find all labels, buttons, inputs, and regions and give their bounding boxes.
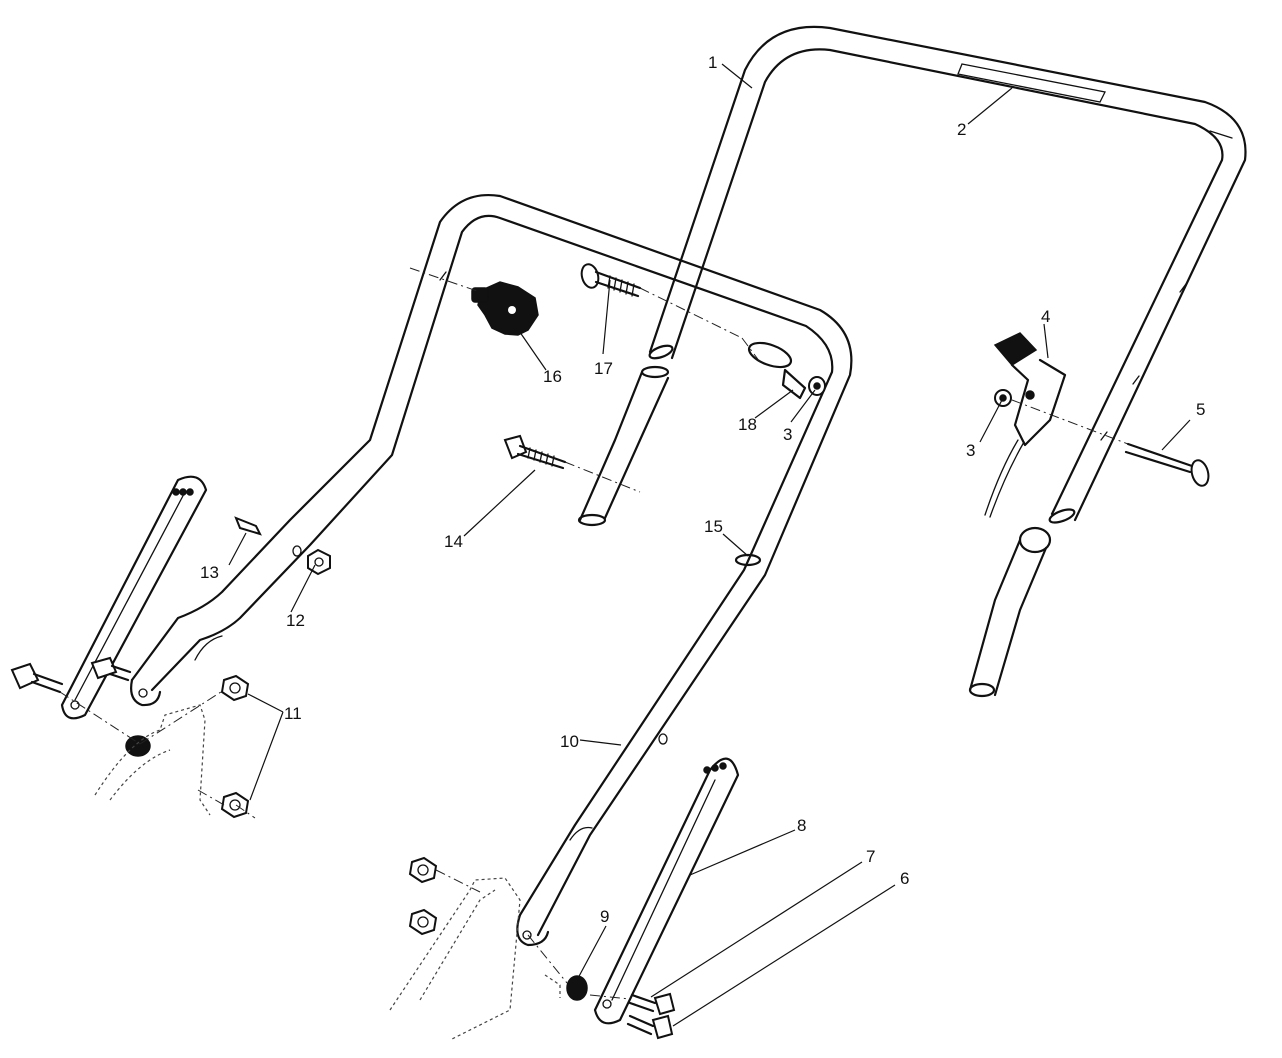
upper-handle [648,25,1247,524]
callout-4: 4 [1041,307,1050,326]
spacer-9 [566,975,588,1001]
nut-12 [307,548,331,576]
pin-13 [234,516,262,536]
callout-13: 13 [200,563,219,582]
callout-7: 7 [866,847,875,866]
carriage-bolt-17 [580,263,642,298]
callout-12: 12 [286,611,305,630]
callout-6: 6 [900,869,909,888]
callout-15: 15 [704,517,723,536]
handle-tube-right [968,526,1052,698]
mower-deck-right-ghost [389,877,561,1041]
bolt-6 [626,1014,674,1040]
callout-11: 11 [284,704,302,723]
throttle-control [984,332,1067,518]
callout-2: 2 [957,120,966,139]
bolt-14 [503,434,567,470]
nut-lower-lower [408,908,438,936]
nut-11-upper [220,674,250,702]
callout-8: 8 [797,816,806,835]
star-knob [471,281,539,336]
pin-15 [734,553,762,567]
callout-9: 9 [600,907,609,926]
callout-5: 5 [1196,400,1205,419]
bolt-7 [628,992,676,1016]
lower-handle [130,194,853,947]
callout-14: 14 [444,532,463,551]
callout-leaders [228,63,1191,1027]
callout-3-right: 3 [966,441,975,460]
mower-deck-left-ghost [94,704,211,816]
bolt-left-inner [90,656,132,682]
callout-3-left: 3 [783,425,792,444]
callout-18: 18 [738,415,757,434]
bolt-left-outer [10,662,64,694]
spacer-9-left [125,735,151,757]
handle-grip [957,63,1106,103]
carriage-bolt-5 [1124,442,1210,487]
callout-10: 10 [560,732,579,751]
nut-3-left [808,376,826,396]
assembly-centerlines [59,267,1129,1000]
nut-3-right [994,389,1012,407]
callout-16: 16 [543,367,562,386]
handle-tube-center [577,365,670,527]
bracket-8 [593,757,740,1025]
bracket-left [60,475,208,720]
cable-guide [747,341,807,400]
nut-lower-upper [408,856,438,884]
callout-1: 1 [708,53,717,72]
nut-11-lower [220,791,250,819]
callout-17: 17 [594,359,613,378]
